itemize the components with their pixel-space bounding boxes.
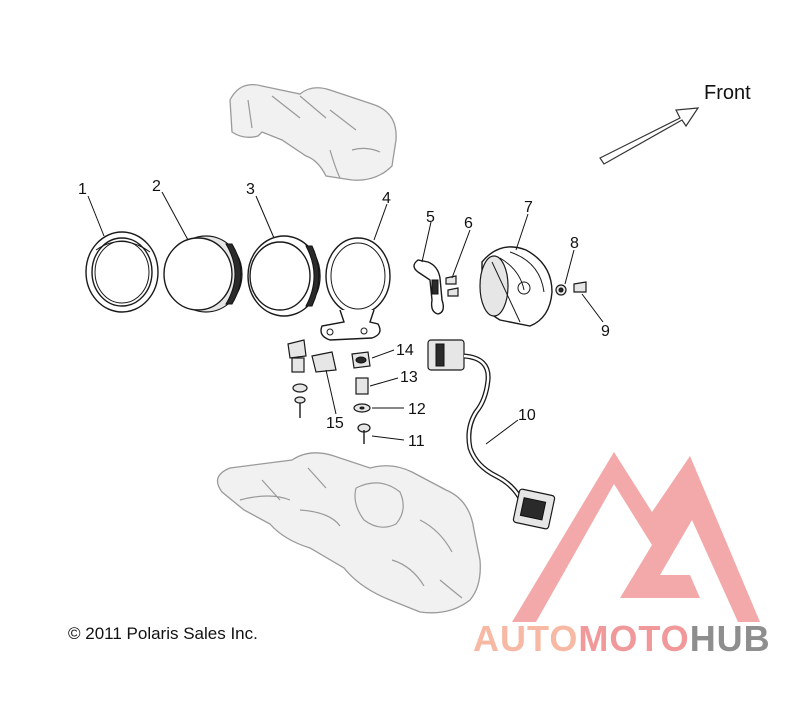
part-9-screw bbox=[573, 281, 587, 293]
part-14-grommet bbox=[351, 351, 371, 369]
callout-6: 6 bbox=[464, 215, 473, 232]
leader-lines bbox=[87, 191, 604, 445]
front-label: Front bbox=[704, 82, 751, 104]
callout-2: 2 bbox=[152, 178, 161, 195]
callout-9: 9 bbox=[601, 323, 610, 340]
callout-3: 3 bbox=[246, 181, 255, 198]
callouts: 1 2 3 4 5 6 7 8 9 10 11 12 13 14 15 bbox=[78, 178, 610, 450]
lower-body-ghost bbox=[216, 452, 481, 614]
automotohub-watermark: AUTOMOTOHUB bbox=[473, 618, 771, 660]
part-4-gasket bbox=[320, 237, 391, 341]
part-15-spacer bbox=[311, 351, 337, 373]
part-13-bushing bbox=[355, 377, 369, 395]
part-10-harness bbox=[427, 339, 556, 530]
part-7-housing bbox=[479, 246, 553, 327]
part-5-bracket bbox=[413, 259, 445, 315]
part-6-clips bbox=[445, 275, 459, 297]
automotohub-logo bbox=[512, 452, 760, 622]
hardware-left bbox=[287, 339, 308, 418]
callout-11: 11 bbox=[408, 433, 425, 450]
callout-5: 5 bbox=[426, 209, 435, 226]
callout-14: 14 bbox=[396, 342, 414, 359]
part-2-lens bbox=[163, 235, 243, 313]
callout-1: 1 bbox=[78, 181, 87, 198]
part-8-nut bbox=[555, 284, 567, 296]
upper-cover-ghost bbox=[229, 83, 397, 181]
callout-15: 15 bbox=[326, 415, 344, 432]
part-12-washer bbox=[353, 403, 371, 413]
watermark-part-auto: AUTO bbox=[473, 618, 579, 659]
watermark-part-hub: HUB bbox=[689, 618, 771, 659]
front-arrow bbox=[599, 107, 700, 165]
callout-4: 4 bbox=[382, 190, 391, 207]
callout-7: 7 bbox=[524, 199, 533, 216]
part-11-bolt bbox=[357, 423, 371, 444]
watermark-part-moto: MOTO bbox=[578, 618, 690, 659]
callout-10: 10 bbox=[518, 407, 536, 424]
callout-13: 13 bbox=[400, 369, 418, 386]
callout-8: 8 bbox=[570, 235, 579, 252]
part-3-ring bbox=[247, 235, 321, 317]
copyright-notice: © 2011 Polaris Sales Inc. bbox=[68, 624, 258, 643]
part-1-bezel bbox=[85, 231, 159, 313]
callout-12: 12 bbox=[408, 401, 426, 418]
